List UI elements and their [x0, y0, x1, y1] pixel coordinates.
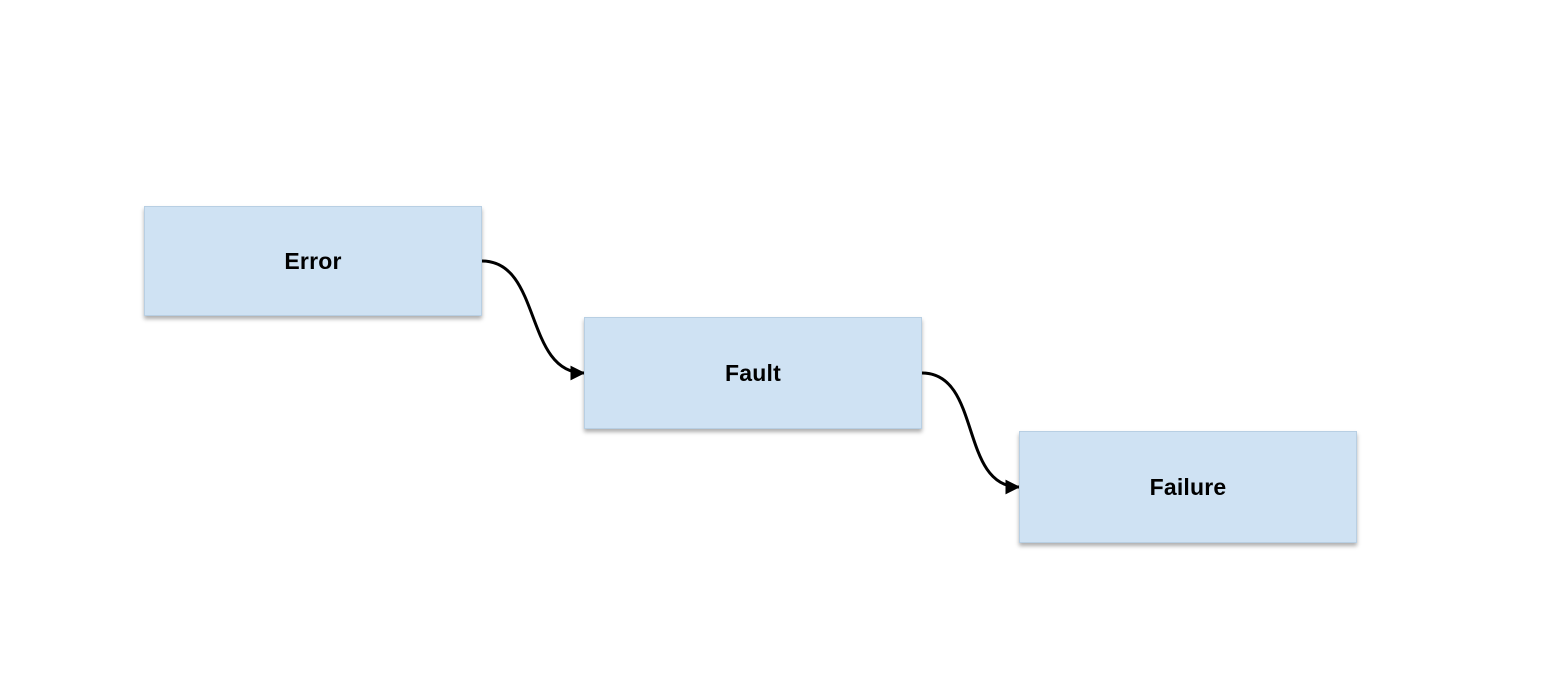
- edge-arrow-error-to-fault[interactable]: [480, 259, 586, 381]
- node-error[interactable]: Error: [144, 206, 482, 316]
- node-fault[interactable]: Fault: [584, 317, 922, 429]
- edge-arrow-fault-to-failure[interactable]: [920, 371, 1021, 495]
- node-error-label: Error: [284, 247, 342, 274]
- node-fault-label: Fault: [725, 359, 781, 386]
- node-failure[interactable]: Failure: [1019, 431, 1357, 543]
- node-failure-label: Failure: [1149, 473, 1227, 500]
